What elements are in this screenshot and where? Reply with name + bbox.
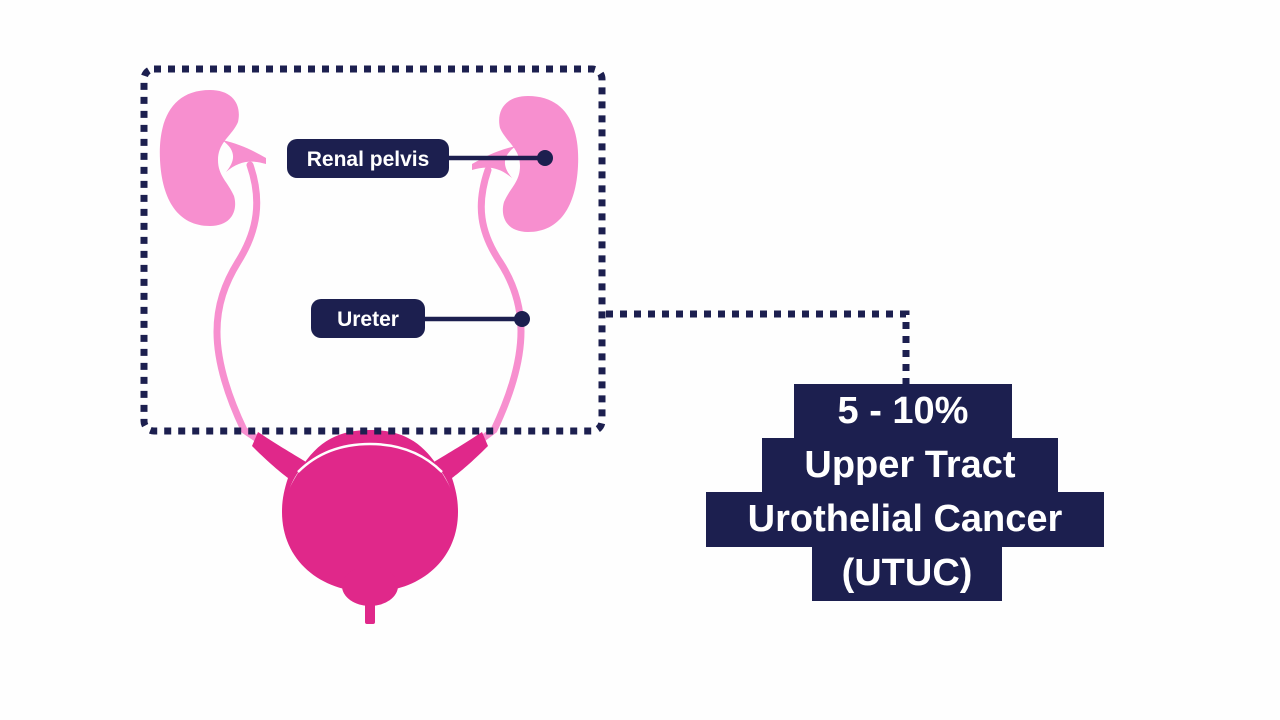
bladder-body xyxy=(284,430,456,590)
callout-line-percentage: 5 - 10% xyxy=(794,384,1012,439)
bladder xyxy=(252,432,488,592)
callout-line-upper-tract: Upper Tract xyxy=(762,438,1058,493)
renal-pelvis-text: Renal pelvis xyxy=(307,148,430,171)
ureter-label: Ureter xyxy=(311,299,530,338)
prostate xyxy=(342,566,398,606)
ureter-text: Ureter xyxy=(337,308,399,331)
callout-line-urothelial-cancer: Urothelial Cancer xyxy=(706,492,1104,547)
ureter-dot xyxy=(514,311,530,327)
right-renal-pelvis xyxy=(472,146,516,178)
left-renal-pelvis xyxy=(222,140,266,172)
dotted-connector xyxy=(606,310,910,384)
ureter-pill xyxy=(311,299,425,338)
urethra xyxy=(365,598,375,624)
renal-pelvis-dot xyxy=(537,150,553,166)
callout-line-utuc: (UTUC) xyxy=(812,546,1002,601)
right-kidney xyxy=(499,96,579,232)
right-ureter xyxy=(474,166,525,446)
left-ureter xyxy=(213,161,266,446)
left-kidney xyxy=(159,90,239,226)
bladder-dome-highlight xyxy=(297,442,443,473)
renal-pelvis-label: Renal pelvis xyxy=(287,139,553,178)
renal-pelvis-pill xyxy=(287,139,449,178)
